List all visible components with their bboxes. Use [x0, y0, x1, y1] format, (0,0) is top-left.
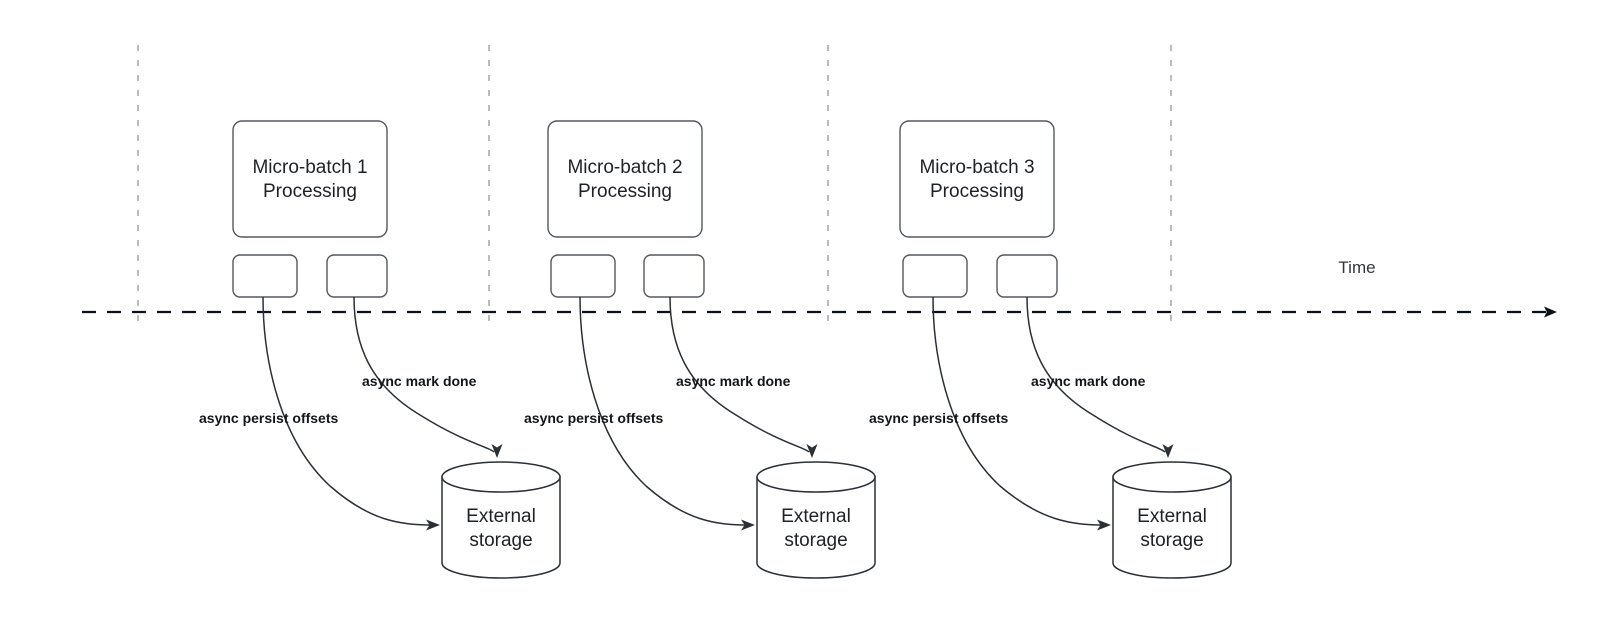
cylinder-body [1112, 476, 1232, 579]
micro-batch-box-3[interactable]: Micro-batch 3 Processing [899, 120, 1055, 238]
edge-curve [1026, 296, 1166, 453]
storage-label-line2: storage [1140, 530, 1203, 551]
batch-group-1: Micro-batch 1 Processing async persist off… [199, 120, 561, 579]
edge-3-2: async mark done [1026, 296, 1174, 458]
storage-label-line1: External [1137, 506, 1207, 527]
batch-group-2: Micro-batch 2 Processing async persist off… [524, 120, 876, 579]
micro-batch-label-line1: Micro-batch 1 [252, 157, 367, 178]
edge-curve [262, 296, 435, 526]
batch-groups-layer: Micro-batch 1 Processing async persist off… [199, 120, 1232, 579]
edge-label: async persist offsets [199, 410, 338, 426]
edge-curve [353, 296, 495, 453]
edge-label: async mark done [362, 373, 477, 389]
storage-label-line1: External [781, 506, 851, 527]
task-box-2-2[interactable] [643, 254, 705, 298]
external-storage-cylinder-2[interactable]: External storage [756, 461, 876, 579]
micro-batch-label-line2: Processing [930, 181, 1024, 202]
micro-batch-box-2[interactable]: Micro-batch 2 Processing [547, 120, 703, 238]
edge-label: async mark done [676, 373, 791, 389]
time-axis-label: Time [1338, 258, 1375, 277]
edge-curve [932, 296, 1106, 526]
cylinder-top-ellipse [756, 461, 876, 493]
storage-label-line2: storage [784, 530, 847, 551]
edge-arrowhead [741, 519, 755, 531]
edge-arrowhead [1097, 519, 1111, 531]
cylinder-top-ellipse [441, 461, 561, 493]
micro-batch-box-shape [232, 120, 388, 238]
micro-batch-label-line1: Micro-batch 2 [567, 157, 682, 178]
edge-label: async persist offsets [869, 410, 1008, 426]
micro-batch-box-1[interactable]: Micro-batch 1 Processing [232, 120, 388, 238]
edge-curve [669, 296, 810, 453]
micro-batch-label-line2: Processing [578, 181, 672, 202]
edge-3-1: async persist offsets [869, 296, 1111, 531]
storage-label-line2: storage [469, 530, 532, 551]
batch-group-3: Micro-batch 3 Processing async persist off… [869, 120, 1232, 579]
task-box-3-2[interactable] [996, 254, 1058, 298]
edge-1-2: async mark done [353, 296, 503, 458]
edge-label: async persist offsets [524, 410, 663, 426]
task-box-1-2[interactable] [326, 254, 388, 298]
edge-2-2: async mark done [669, 296, 818, 458]
edge-2-1: async persist offsets [524, 296, 755, 531]
micro-batch-box-shape [899, 120, 1055, 238]
micro-batch-box-shape [547, 120, 703, 238]
guide-lines-group [137, 45, 1172, 322]
edge-arrowhead [426, 519, 440, 531]
task-box-3-1[interactable] [902, 254, 968, 298]
micro-batch-label-line1: Micro-batch 3 [919, 157, 1034, 178]
edge-arrowhead [1162, 444, 1174, 458]
edge-curve [579, 296, 750, 526]
micro-batch-label-line2: Processing [263, 181, 357, 202]
external-storage-cylinder-1[interactable]: External storage [441, 461, 561, 579]
edge-label: async mark done [1031, 373, 1146, 389]
timeline-axis-group: Time [82, 258, 1557, 318]
edge-1-1: async persist offsets [199, 296, 440, 531]
cylinder-body [756, 476, 876, 579]
storage-label-line1: External [466, 506, 536, 527]
external-storage-cylinder-3[interactable]: External storage [1112, 461, 1232, 579]
edge-arrowhead [491, 444, 503, 458]
edge-arrowhead [806, 444, 818, 458]
cylinder-top-ellipse [1112, 461, 1232, 493]
task-box-2-1[interactable] [550, 254, 616, 298]
cylinder-body [441, 476, 561, 579]
task-box-1-1[interactable] [232, 254, 298, 298]
